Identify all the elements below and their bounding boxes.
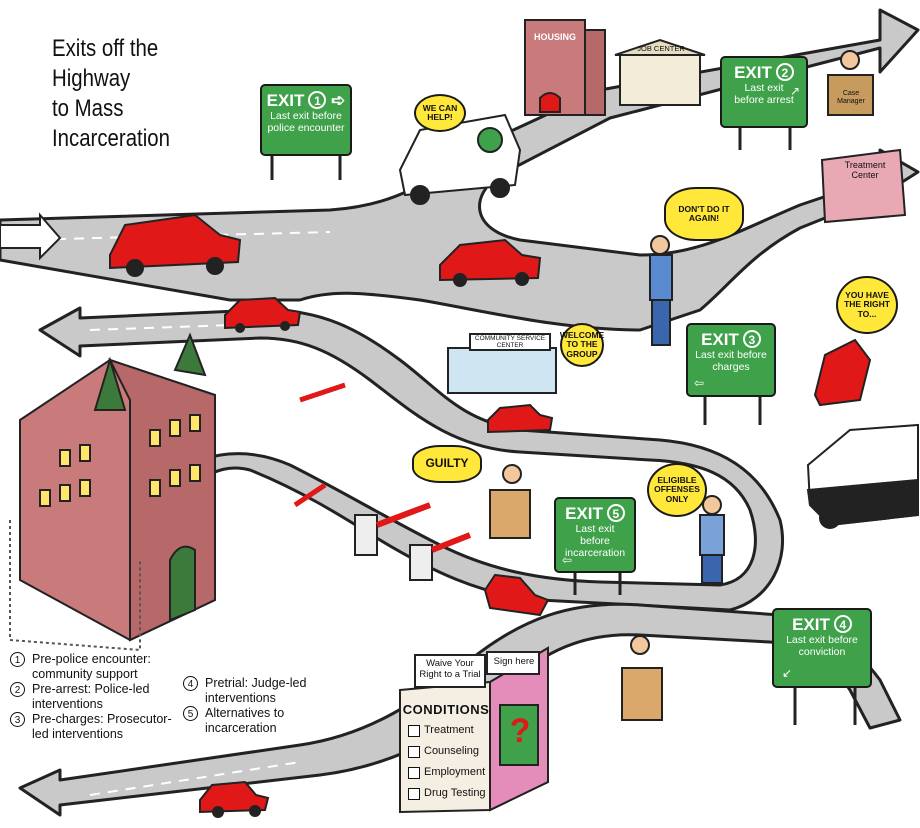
exit-sign-1-number: 1	[308, 91, 327, 109]
sign-here-sign: Sign here	[493, 656, 535, 667]
speech-bubble-we-can-help: WE CAN HELP!	[414, 94, 466, 132]
exit-sign-3-line2: charges	[712, 361, 750, 373]
legend-item-2: 2 Pre-arrest: Police-led interventions	[10, 682, 180, 712]
legend-left: 1 Pre-police encounter: community support…	[10, 652, 180, 742]
legend-number-1: 1	[10, 652, 25, 667]
exit-sign-1-line2: police encounter	[267, 122, 345, 134]
condition-treatment: Treatment	[408, 720, 488, 741]
exit-sign-5-number: 5	[606, 504, 625, 522]
legend-item-5: 5 Alternatives to incarceration	[183, 706, 313, 736]
police-car	[806, 423, 919, 529]
conditions-title: CONDITIONS	[402, 702, 490, 717]
red-cars	[109, 213, 872, 814]
arrow-left-icon: ⇦	[694, 376, 705, 390]
title-line-3: to Mass	[52, 95, 124, 122]
speech-bubble-eligible: ELIGIBLE OFFENSES ONLY	[647, 463, 707, 517]
exit-sign-1-label: EXIT	[266, 91, 305, 110]
community-center-label: COMMUNITY SERVICE CENTER	[474, 335, 546, 349]
exit-sign-3-line1: Last exit before	[695, 349, 767, 361]
sign-posts	[270, 125, 857, 725]
treatment-center-building	[820, 148, 907, 224]
legend-text-3: Pre-charges: Prosecutor-led intervention…	[32, 712, 172, 741]
speech-bubble-dont-do-it: DON'T DO IT AGAIN!	[664, 187, 744, 241]
arrow-down-left-icon: ↙	[782, 666, 793, 680]
arrow-right-icon	[0, 212, 62, 261]
condition-employment: Employment	[408, 762, 488, 783]
speech-bubble-guilty: GUILTY	[412, 445, 482, 483]
case-manager-label: Case Manager	[837, 90, 865, 105]
helper-van	[398, 113, 522, 205]
exit-sign-5-line2: incarceration	[564, 547, 626, 559]
conditions-box-shape	[399, 646, 549, 814]
gates	[293, 382, 472, 581]
red-car-7	[813, 338, 872, 407]
exit-sign-4-label: EXIT	[792, 615, 830, 634]
title-line-1: Exits off the	[52, 35, 159, 62]
exit-sign-2-number: 2	[775, 63, 794, 81]
legend-number-5: 5	[183, 706, 198, 721]
housing-building	[524, 19, 606, 116]
police-officer	[649, 235, 673, 346]
job-center-building	[614, 38, 706, 106]
exit-sign-4-number: 4	[833, 615, 852, 633]
legend-number-2: 2	[10, 682, 25, 697]
waive-trial-sign: Waive Your Right to a Trial	[419, 658, 481, 680]
legend-number-4: 4	[183, 676, 198, 691]
exit-sign-5-label: EXIT	[565, 504, 603, 523]
condition-counseling: Counseling	[408, 741, 488, 762]
legend-text-1: Pre-police encounter: community support	[32, 652, 151, 681]
exit-sign-4-line1: Last exit before	[786, 634, 858, 646]
legend-item-1: 1 Pre-police encounter: community support	[10, 652, 180, 682]
legend-right: 4 Pretrial: Judge-led interventions 5 Alte…	[183, 676, 313, 736]
red-car-6	[199, 780, 270, 814]
exit-sign-4-line2: conviction	[798, 646, 846, 658]
judge-podium-2	[621, 635, 663, 721]
legend-text-4: Pretrial: Judge-led interventions	[205, 676, 307, 705]
question-mark-icon: ?	[509, 712, 531, 750]
legend-text-2: Pre-arrest: Police-led interventions	[32, 682, 150, 711]
exit-sign-2-line2: before arrest	[734, 94, 794, 106]
diagram-title: Exits off the Highway to Mass Incarcerat…	[52, 34, 222, 154]
prosecutor-figure	[699, 495, 725, 584]
prison-building	[9, 332, 216, 652]
legend-item-4: 4 Pretrial: Judge-led interventions	[183, 676, 313, 706]
community-service-center	[447, 333, 557, 394]
exit-sign-3-label: EXIT	[701, 330, 739, 349]
red-car-5	[483, 573, 550, 617]
arrow-left-icon: ⇦	[562, 553, 573, 567]
speech-bubble-right-to: YOU HAVE THE RIGHT TO...	[836, 276, 898, 334]
arrow-up-right-icon: ↗	[789, 84, 800, 98]
legend-number-3: 3	[10, 712, 25, 727]
title-line-4: Incarceration	[52, 125, 170, 152]
exit-sign-1-line1: Last exit before	[270, 110, 342, 122]
judge-podium-1	[489, 464, 531, 539]
exit-sign-3-number: 3	[742, 330, 761, 348]
exit-sign-2-label: EXIT	[734, 63, 772, 82]
red-car-4	[487, 403, 554, 434]
arrow-right-icon: ➪	[331, 91, 346, 110]
exit-sign-5-line1: Last exit before	[575, 523, 615, 547]
condition-drug-testing: Drug Testing	[408, 783, 488, 804]
speech-bubble-welcome: WELCOME TO THE GROUP	[560, 323, 604, 367]
exit-sign-2-line1: Last exit	[744, 82, 784, 94]
title-line-2: Highway	[52, 65, 131, 92]
legend-item-3: 3 Pre-charges: Prosecutor-led interventio…	[10, 712, 180, 742]
treatment-center-label: Treatment Center	[844, 160, 886, 180]
case-manager-desk	[827, 50, 874, 116]
housing-label: HOUSING	[533, 32, 576, 42]
conditions-list: Treatment Counseling Employment Drug Tes…	[408, 720, 488, 804]
job-center-label: JOB CENTER	[637, 44, 685, 53]
legend-text-5: Alternatives to incarceration	[205, 706, 285, 735]
